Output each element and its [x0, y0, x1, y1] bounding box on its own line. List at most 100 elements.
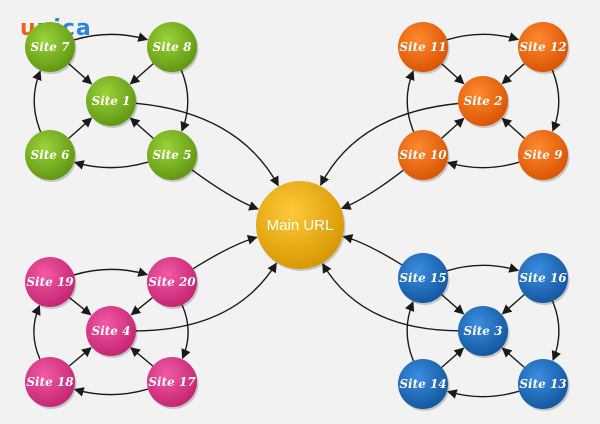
arrow-site-5-to-site-6 — [73, 160, 149, 170]
node-site-4-circle — [86, 306, 136, 356]
node-site-18: Site 18 — [25, 357, 77, 409]
diagram-edges — [31, 32, 561, 399]
node-site-16-label: Site 16 — [519, 271, 567, 285]
node-site-13: Site 13 — [518, 359, 570, 411]
node-site-4: Site 4 — [86, 306, 138, 358]
node-site-8: Site 8 — [147, 22, 199, 74]
node-site-10-circle — [398, 130, 448, 180]
node-site-13-circle — [518, 359, 568, 409]
arrow-site-18-to-site-4 — [68, 347, 92, 367]
node-site-8-label: Site 8 — [153, 40, 193, 54]
arrow-site-18-to-site-19 — [31, 304, 41, 360]
node-site-9-label: Site 9 — [524, 148, 564, 162]
arrow-site-15-to-site-3 — [441, 294, 465, 315]
node-site-8-circle — [147, 22, 197, 72]
diagram-nodes: Site 1 Site 5 Site 6 Site 7 Site 8 Site 2 Site… — [25, 22, 570, 411]
arrow-site-14-to-site-3 — [441, 347, 465, 368]
node-site-20: Site 20 — [147, 257, 199, 309]
node-site-19-label: Site 19 — [26, 275, 74, 289]
arrow-site-20-to-main-url — [192, 235, 258, 270]
main-url-circle — [256, 181, 344, 269]
node-site-20-label: Site 20 — [148, 275, 196, 289]
node-site-17-label: Site 17 — [148, 375, 196, 389]
node-site-11-circle — [398, 22, 448, 72]
node-site-2: Site 2 — [458, 76, 510, 128]
node-site-3-label: Site 3 — [464, 324, 503, 338]
main-url-node: Main URL — [256, 181, 346, 271]
arrow-site-9-to-site-2 — [501, 117, 525, 139]
arrow-site-11-to-site-12 — [446, 32, 520, 42]
node-site-19: Site 19 — [25, 257, 77, 309]
node-site-14-label: Site 14 — [399, 377, 446, 391]
node-site-7-label: Site 7 — [31, 40, 71, 54]
main-url-label: Main URL — [267, 217, 334, 234]
arrow-site-6-to-site-7 — [32, 70, 42, 133]
arrow-site-19-to-site-20 — [73, 267, 149, 277]
node-site-10: Site 10 — [398, 130, 450, 182]
node-site-14: Site 14 — [398, 359, 450, 411]
arrow-site-15-to-main-url — [342, 234, 403, 266]
node-site-6-circle — [25, 130, 75, 180]
node-site-1-label: Site 1 — [92, 94, 131, 108]
node-site-5-label: Site 5 — [153, 148, 192, 162]
arrow-site-15-to-site-16 — [446, 263, 520, 273]
node-site-19-circle — [25, 257, 75, 307]
node-site-1-circle — [86, 76, 136, 126]
node-site-4-label: Site 4 — [92, 324, 131, 338]
node-site-20-circle — [147, 257, 197, 307]
arrow-site-4-to-main-url — [135, 262, 277, 332]
node-site-12: Site 12 — [518, 22, 570, 74]
node-site-6: Site 6 — [25, 130, 77, 182]
arrow-site-6-to-site-1 — [68, 117, 93, 139]
arrow-site-5-to-site-1 — [129, 117, 154, 139]
arrow-site-8-to-site-1 — [129, 63, 154, 85]
arrow-site-12-to-site-2 — [501, 63, 525, 85]
node-site-11-label: Site 11 — [399, 40, 446, 54]
arrow-site-14-to-site-15 — [405, 301, 415, 362]
arrow-site-11-to-site-2 — [441, 63, 465, 85]
node-site-17-circle — [147, 357, 197, 407]
node-site-2-label: Site 2 — [464, 94, 503, 108]
node-site-1: Site 1 — [86, 76, 138, 128]
node-site-15-label: Site 15 — [399, 271, 446, 285]
arrow-site-8-to-site-5 — [180, 69, 190, 132]
arrow-site-16-to-site-13 — [551, 300, 561, 361]
arrow-site-2-to-main-url — [320, 102, 459, 186]
arrow-site-9-to-site-10 — [446, 160, 520, 170]
arrow-site-12-to-site-9 — [551, 69, 561, 132]
node-site-5: Site 5 — [147, 130, 199, 182]
node-site-14-circle — [398, 359, 448, 409]
node-site-5-circle — [147, 130, 197, 180]
node-site-7-circle — [25, 22, 75, 72]
arrow-site-19-to-site-4 — [69, 297, 92, 316]
node-site-3-circle — [458, 306, 508, 356]
node-site-2-circle — [458, 76, 508, 126]
arrow-site-20-to-site-4 — [130, 297, 153, 316]
node-site-16-circle — [518, 253, 568, 303]
node-site-15-circle — [398, 253, 448, 303]
arrow-site-17-to-site-18 — [73, 387, 149, 397]
node-site-10-label: Site 10 — [399, 148, 447, 162]
node-site-12-label: Site 12 — [519, 40, 566, 54]
node-site-18-label: Site 18 — [26, 375, 74, 389]
arrow-site-7-to-site-8 — [73, 32, 149, 42]
arrow-site-3-to-main-url — [322, 262, 459, 332]
arrow-site-10-to-site-2 — [441, 117, 465, 139]
arrow-site-16-to-site-3 — [501, 294, 525, 315]
node-site-6-label: Site 6 — [31, 148, 71, 162]
node-site-9: Site 9 — [518, 130, 570, 182]
node-site-9-circle — [518, 130, 568, 180]
arrow-site-10-to-main-url — [340, 169, 404, 210]
node-site-13-label: Site 13 — [519, 377, 566, 391]
node-site-15: Site 15 — [398, 253, 450, 305]
node-site-16: Site 16 — [518, 253, 570, 305]
node-site-18-circle — [25, 357, 75, 407]
arrow-site-20-to-site-17 — [181, 304, 191, 360]
node-site-11: Site 11 — [398, 22, 450, 74]
node-site-17: Site 17 — [147, 357, 199, 409]
node-site-3: Site 3 — [458, 306, 510, 358]
arrow-site-13-to-site-14 — [446, 389, 520, 399]
arrow-site-1-to-main-url — [135, 102, 279, 187]
